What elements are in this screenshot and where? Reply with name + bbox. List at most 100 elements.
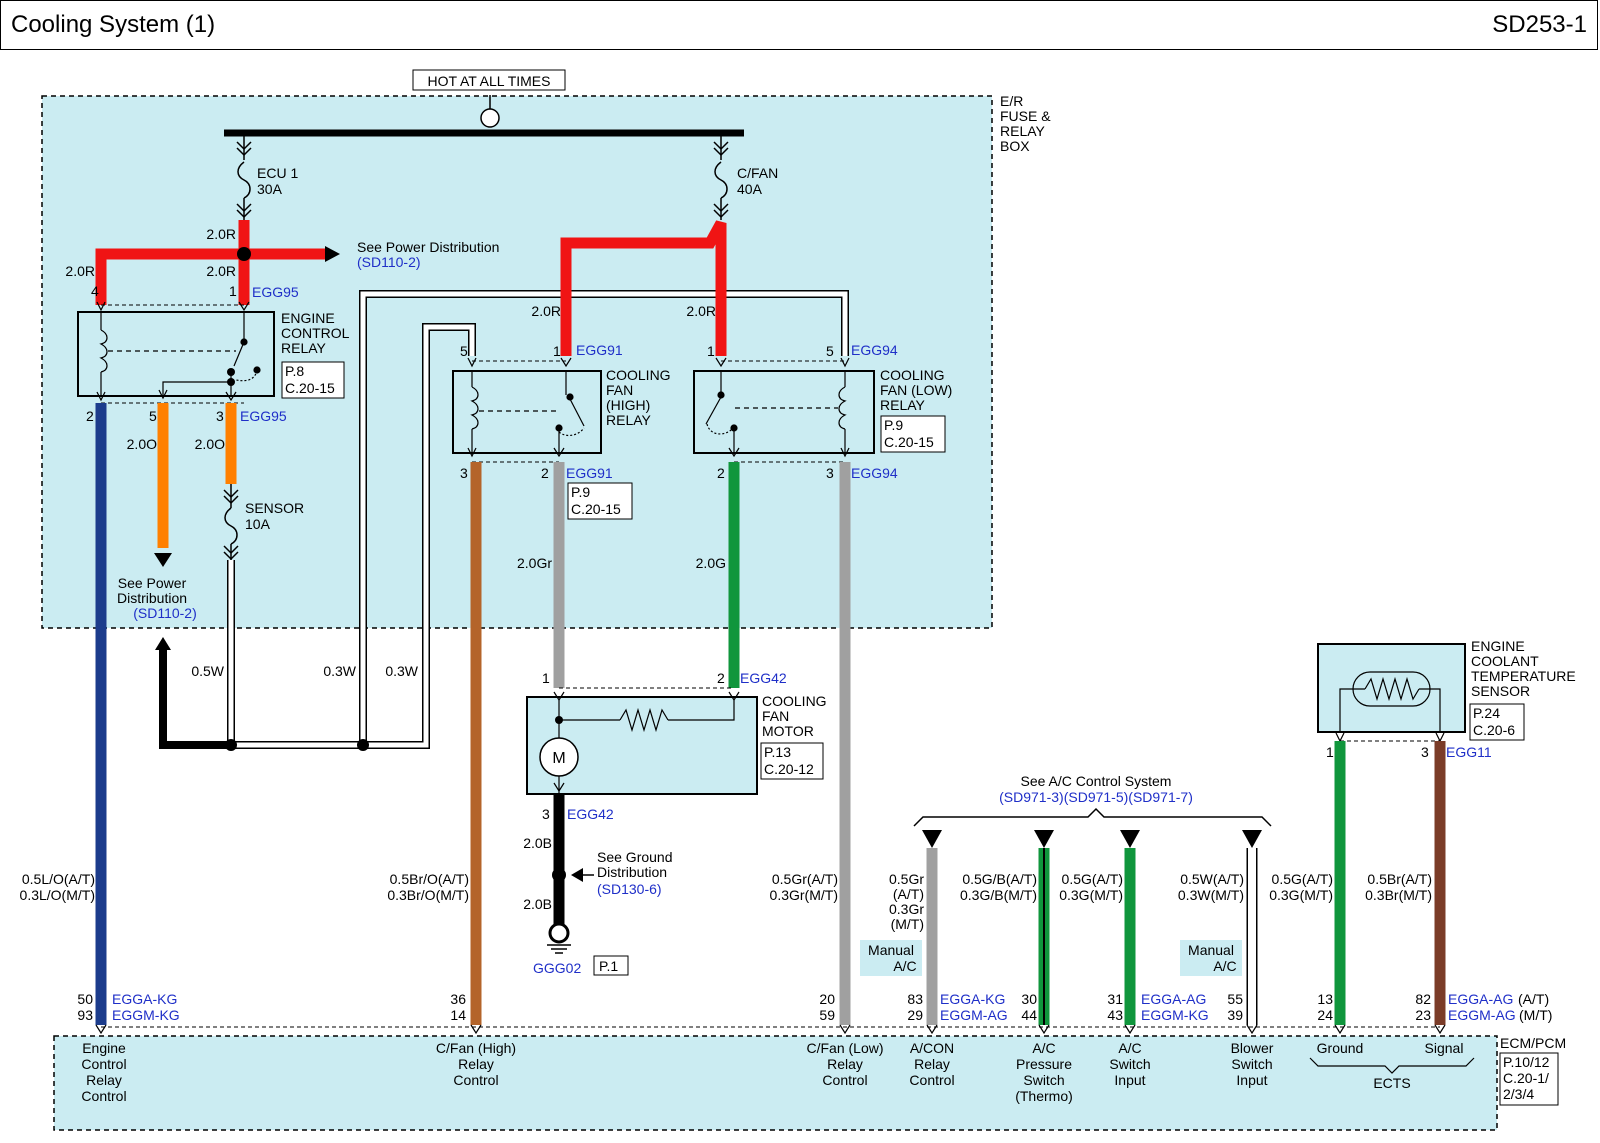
splice-ecu xyxy=(237,247,251,261)
wire-label-0-3w-1: 0.3W xyxy=(323,663,356,679)
arrow-to-power-distribution xyxy=(154,553,172,567)
splice-white-2 xyxy=(357,739,369,751)
ecr-pin-4: 4 xyxy=(91,283,99,299)
cfh-label-4: RELAY xyxy=(606,412,652,428)
ecm-pin-82: 82 xyxy=(1415,991,1431,1007)
ecm-func-ecr-4: Control xyxy=(81,1088,126,1104)
ects-page-box xyxy=(1469,703,1525,741)
fuse-sensor-rating: 10A xyxy=(245,516,271,532)
fuse-box-label-1: E/R xyxy=(1000,93,1023,109)
ecr-pin-3: 3 xyxy=(216,408,224,424)
cooling-fan-low-relay-coil-icon xyxy=(705,357,850,458)
ecm-pin-55: 55 xyxy=(1227,991,1243,1007)
ecr-pin-1: 1 xyxy=(229,283,237,299)
ecm-conn-ag-a-1: EGGA-AG xyxy=(1141,991,1206,1007)
ects-pin-3: 3 xyxy=(1421,744,1429,760)
power-distribution-label-1: See Power xyxy=(118,575,187,591)
motor-label-1: COOLING xyxy=(762,693,827,709)
engine-control-relay-coil-icon xyxy=(96,301,261,402)
ground-wire-at: 0.5G(A/T) xyxy=(1272,871,1333,887)
ecm-func-ecr-1: Engine xyxy=(82,1040,126,1056)
ecm-conn-kg-a-1: EGGA-KG xyxy=(112,991,177,1007)
hot-at-all-times-label: HOT AT ALL TIMES xyxy=(428,73,551,89)
signal-wire-mt: 0.3Br(M/T) xyxy=(1365,887,1432,903)
ecr-conn: C.20-15 xyxy=(285,380,335,396)
wire-label-2-0r-5: 2.0R xyxy=(686,303,716,319)
hot-at-all-times-box xyxy=(412,69,566,91)
ground-distribution-label-2: Distribution xyxy=(597,864,667,880)
ects-pin-1: 1 xyxy=(1326,744,1334,760)
motor-label-3: MOTOR xyxy=(762,723,814,739)
ecm-func-high-3: Control xyxy=(453,1072,498,1088)
arrow-ac-switch xyxy=(1120,830,1140,848)
cfl-page-box xyxy=(880,415,946,453)
ecm-func-press-3: Switch xyxy=(1023,1072,1064,1088)
ecm-func-press-1: A/C xyxy=(1032,1040,1055,1056)
fuse-cfan-icon xyxy=(713,136,729,220)
fuse-sensor-name: SENSOR xyxy=(245,500,304,516)
signal-wire-at: 0.5Br(A/T) xyxy=(1367,871,1432,887)
ects-group-brace xyxy=(1309,1057,1475,1074)
ac-refs: (SD971-3)(SD971-5)(SD971-7) xyxy=(999,789,1193,805)
cfh-pin-1: 1 xyxy=(553,343,561,359)
engine-control-relay xyxy=(77,311,275,397)
title-bar: Cooling System (1) SD253-1 xyxy=(0,0,1598,50)
cfl-bottom-connector: EGG94 xyxy=(851,465,898,481)
cfh-bottom-connector: EGG91 xyxy=(566,465,613,481)
ecm-func-press-2: Pressure xyxy=(1016,1056,1072,1072)
ecm-name: ECM/PCM xyxy=(1500,1035,1566,1051)
manual-ac-1b: A/C xyxy=(893,958,916,974)
cfh-conn: C.20-15 xyxy=(571,501,621,517)
ecm-conn-1: C.20-1/ xyxy=(1503,1070,1549,1086)
ecm-func-high-2: Relay xyxy=(458,1056,494,1072)
wire-label-2-0o-2: 2.0O xyxy=(195,436,225,452)
ecm-ects-group: ECTS xyxy=(1373,1075,1410,1091)
ecm-pin-83: 83 xyxy=(907,991,923,1007)
ecm-func-sw-1: A/C xyxy=(1118,1040,1141,1056)
motor-page-box xyxy=(760,742,824,780)
ground-distribution-ref: (SD130-6) xyxy=(597,881,662,897)
ecm-pin-29: 29 xyxy=(907,1007,923,1023)
arrow-power-distribution xyxy=(325,246,340,262)
motor-label-2: FAN xyxy=(762,708,789,724)
ecm-terminal-arrows xyxy=(95,1024,1446,1035)
see-power-distribution: See Power Distribution xyxy=(357,239,499,255)
ecm-func-low-3: Control xyxy=(822,1072,867,1088)
ecm-func-blow-1: Blower xyxy=(1231,1040,1274,1056)
ecr-bottom-connector: EGG95 xyxy=(240,408,287,424)
ecm-pin-44: 44 xyxy=(1021,1007,1037,1023)
ground-id: GGG02 xyxy=(533,960,581,976)
wire-label-0-5w: 0.5W xyxy=(191,663,224,679)
ecm-pin-20: 20 xyxy=(819,991,835,1007)
cfl-label-1: COOLING xyxy=(880,367,945,383)
manual-ac-2a: Manual xyxy=(1188,942,1234,958)
splice-white-1 xyxy=(225,739,237,751)
manual-ac-2b: A/C xyxy=(1213,958,1236,974)
low-wire-at: 0.5Gr(A/T) xyxy=(772,871,838,887)
motor-symbol: M xyxy=(552,750,565,767)
page-title: Cooling System (1) xyxy=(11,11,216,38)
ecm-func-low-1: C/Fan (Low) xyxy=(806,1040,883,1056)
ecm-panel xyxy=(53,1035,1498,1131)
ecm-func-acon-3: Control xyxy=(909,1072,954,1088)
ecm-page-box xyxy=(1499,1052,1559,1106)
ecm-func-sw-3: Input xyxy=(1114,1072,1145,1088)
wire-white-group xyxy=(159,290,849,749)
ects-page: P.24 xyxy=(1473,705,1500,721)
ecm-func-blow-3: Input xyxy=(1236,1072,1267,1088)
switch-wire-at: 0.5G(A/T) xyxy=(1062,871,1123,887)
cfl-pin-3: 3 xyxy=(826,465,834,481)
ground-page-box xyxy=(593,955,629,976)
ecm-conn-kg-m-1: EGGM-KG xyxy=(112,1007,180,1023)
ecr-page: P.8 xyxy=(285,363,304,379)
ecr-pin-2: 2 xyxy=(86,408,94,424)
cfl-page: P.9 xyxy=(884,417,903,433)
blower-wire-at: 0.5W(A/T) xyxy=(1180,871,1244,887)
manual-ac-1a: Manual xyxy=(868,942,914,958)
high-wire-at: 0.5Br/O(A/T) xyxy=(390,871,469,887)
cfh-label-3: (HIGH) xyxy=(606,397,650,413)
ects-label-2: COOLANT xyxy=(1471,653,1539,669)
ground-page: P.1 xyxy=(599,958,618,974)
